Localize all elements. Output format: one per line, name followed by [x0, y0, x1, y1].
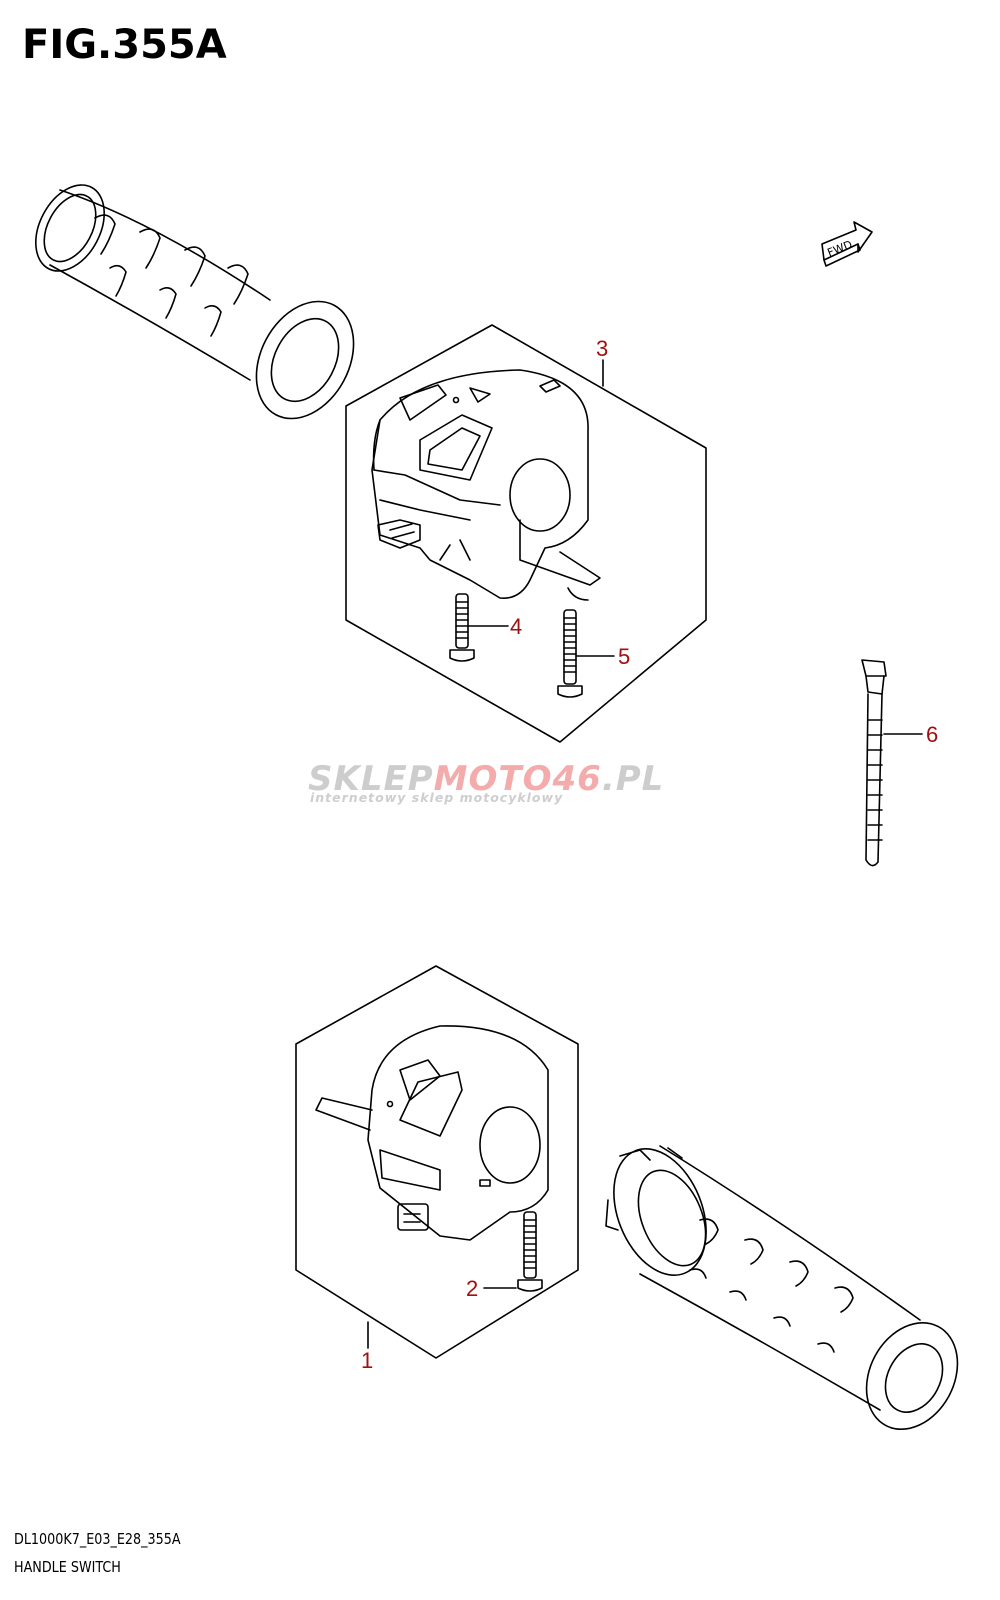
callout-2: 2	[466, 1276, 478, 1301]
screw-5	[557, 609, 583, 698]
left-handle-switch	[315, 1025, 549, 1241]
figure-code: DL1000K7_E03_E28_355A	[14, 1530, 181, 1548]
svg-text:SKLEPMOTO46.PL: SKLEPMOTO46.PL	[308, 759, 664, 799]
watermark-tagline: internetowy sklep motocyklowy	[310, 790, 563, 805]
watermark: SKLEPMOTO46.PL internetowy sklep motocyk…	[308, 759, 664, 805]
callout-5: 5	[618, 644, 630, 669]
watermark-brand-1: SKLEP	[308, 759, 434, 799]
callout-1: 1	[361, 1348, 373, 1373]
throttle-grip	[605, 1145, 959, 1431]
watermark-brand-3: 46	[552, 759, 602, 799]
fwd-arrow-icon	[821, 221, 873, 267]
right-handle-switch	[371, 369, 601, 601]
assembly-frame-3	[345, 324, 707, 743]
callout-4: 4	[510, 614, 522, 639]
left-grip	[35, 184, 355, 420]
watermark-brand-2: MOTO	[434, 759, 553, 799]
callout-6: 6	[926, 722, 938, 747]
callout-3: 3	[596, 336, 608, 361]
figure-name: HANDLE SWITCH	[14, 1558, 121, 1576]
screw-2	[517, 1211, 543, 1292]
leader-lines	[367, 359, 923, 1349]
screw-4	[449, 593, 475, 662]
figure-title: FIG.355A	[22, 22, 227, 68]
watermark-brand-4: .PL	[602, 759, 665, 799]
cable-tie	[861, 659, 887, 867]
assembly-frame-1	[295, 965, 579, 1359]
